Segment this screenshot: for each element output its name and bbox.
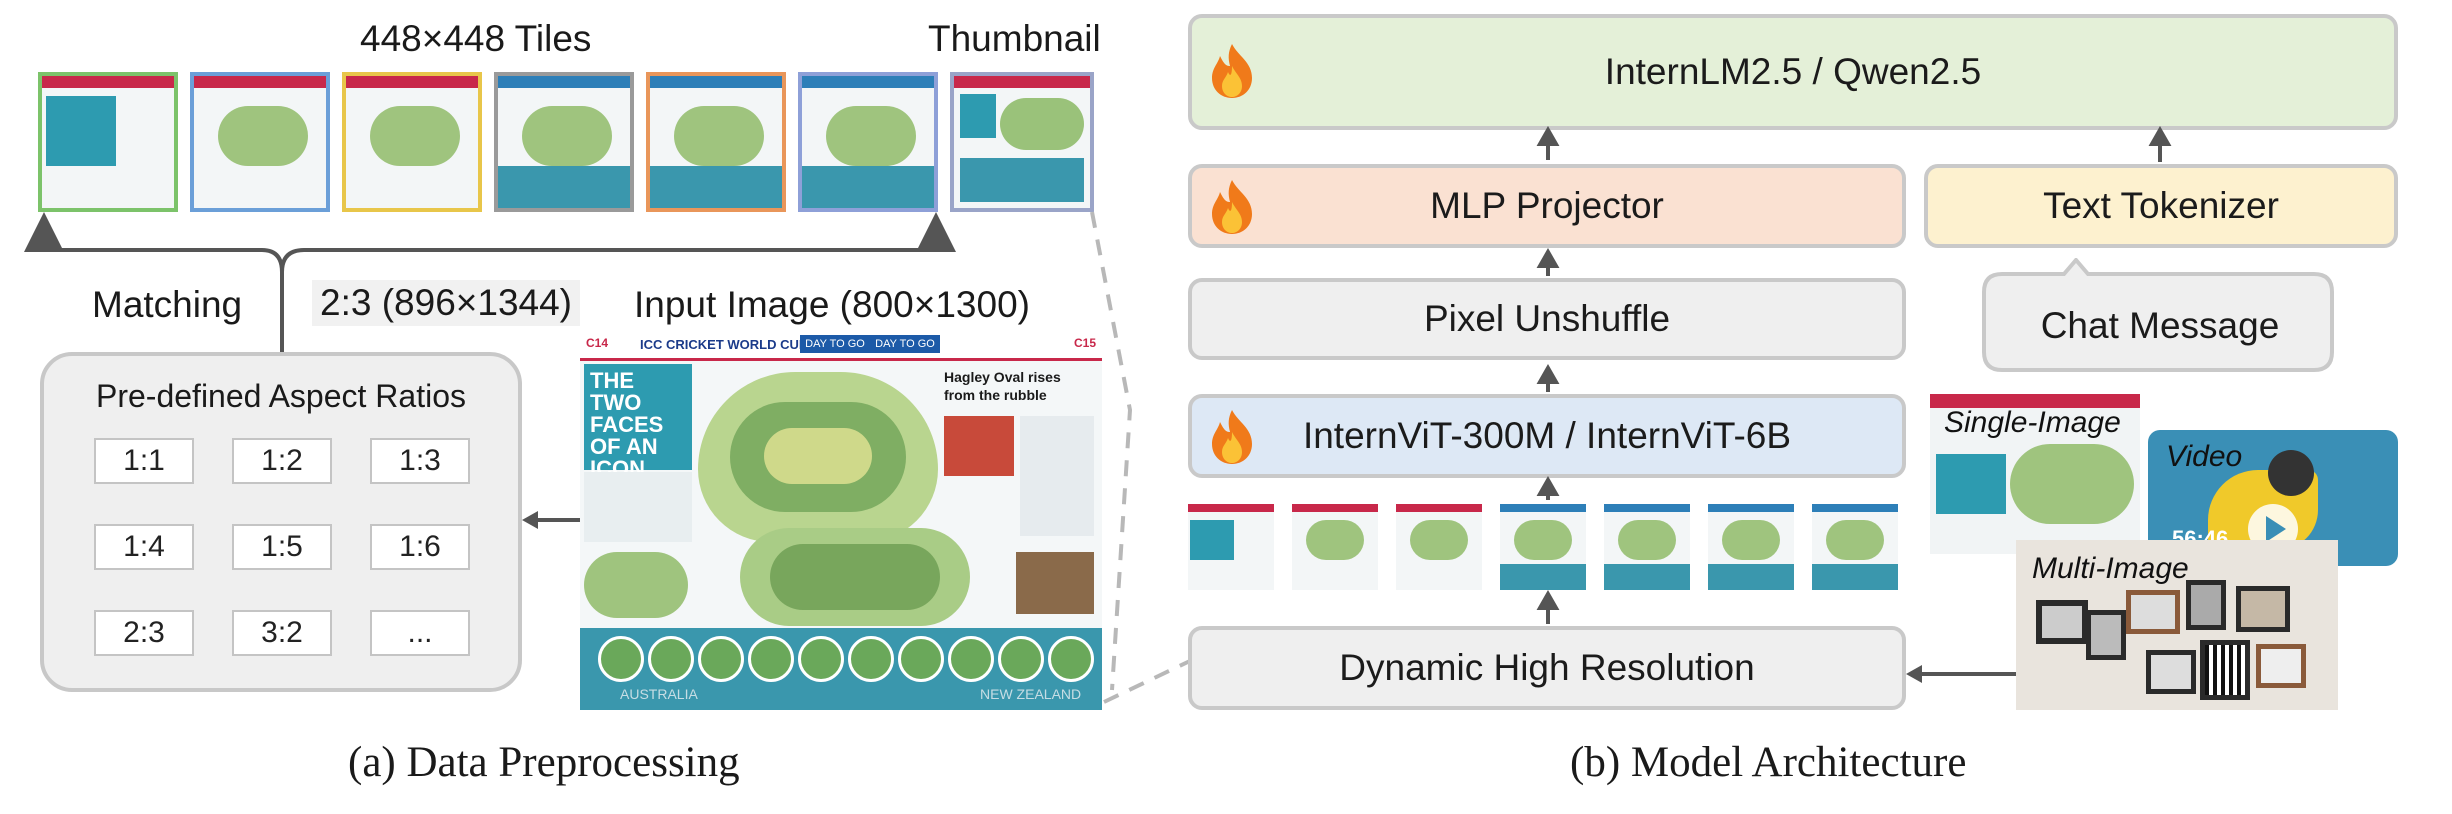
matching-arrows xyxy=(24,212,956,352)
aspect-ratio-option: 1:4 xyxy=(94,524,194,570)
stadium-photo xyxy=(998,636,1044,682)
newspaper-subheadline: Hagley Oval rises from the rubble xyxy=(944,369,1061,403)
tile-4 xyxy=(494,72,634,212)
stadium-photo xyxy=(798,636,844,682)
text-tokenizer-box: Text Tokenizer xyxy=(1924,164,2398,248)
mlp-label: MLP Projector xyxy=(1430,185,1664,226)
arch-tile xyxy=(1604,504,1690,590)
arch-tile xyxy=(1396,504,1482,590)
tile-3 xyxy=(342,72,482,212)
aspect-ratio-option: 2:3 xyxy=(94,610,194,656)
aspect-ratios-panel: Pre-defined Aspect Ratios 1:1 1:2 1:3 1:4 1:… xyxy=(40,352,522,692)
single-image-label: Single-Image xyxy=(1944,406,2121,439)
input-image-label: Input Image (800×1300) xyxy=(634,284,1030,325)
aspect-ratios-title: Pre-defined Aspect Ratios xyxy=(96,378,466,414)
day-to-go-left: DAY TO GO xyxy=(800,335,870,353)
arch-tile xyxy=(1812,504,1898,590)
vit-label: InternViT-300M / InternViT-6B xyxy=(1302,415,1792,456)
stadium-photo xyxy=(598,636,644,682)
dashed-connector-right xyxy=(1103,658,1193,704)
stadium-photo xyxy=(748,636,794,682)
arch-tile xyxy=(1292,504,1378,590)
dhr-label: Dynamic High Resolution xyxy=(1339,647,1755,688)
llm-box: InternLM2.5 / Qwen2.5 xyxy=(1188,14,2398,130)
aspect-ratio-option: 1:3 xyxy=(370,438,470,484)
pixel-unshuffle-box: Pixel Unshuffle xyxy=(1188,278,1906,360)
newspaper-headline: THE TWO FACES OF AN ICON xyxy=(590,368,664,481)
tile-6 xyxy=(798,72,938,212)
caption-right: (b) Model Architecture xyxy=(1570,739,1967,786)
day-to-go-right: DAY TO GO xyxy=(870,335,940,353)
trainable-flame-icon xyxy=(1212,410,1252,464)
input-to-ratios-arrow xyxy=(522,511,584,529)
arch-tile xyxy=(1500,504,1586,590)
multi-image-thumbnail xyxy=(2016,540,2338,710)
media-to-dhr-arrow xyxy=(1906,665,2016,683)
internvit-box: InternViT-300M / InternViT-6B xyxy=(1188,394,1906,478)
tokenizer-arrow xyxy=(2148,126,2172,162)
stadium-photo xyxy=(1048,636,1094,682)
aspect-ratio-option: 1:5 xyxy=(232,524,332,570)
arch-tile xyxy=(1708,504,1794,590)
matched-ratio-label: 2:3 (896×1344) xyxy=(312,280,581,326)
page-left-number: C14 xyxy=(586,336,609,350)
aspect-ratio-option: 3:2 xyxy=(232,610,332,656)
aspect-ratio-option: 1:6 xyxy=(370,524,470,570)
multi-image-label: Multi-Image xyxy=(2032,552,2189,585)
tokenizer-label: Text Tokenizer xyxy=(2043,185,2279,226)
thumbnail-label: Thumbnail xyxy=(928,18,1101,59)
aspect-ratio-option: ... xyxy=(370,610,470,656)
caption-left: (a) Data Preprocessing xyxy=(348,739,740,786)
matching-label: Matching xyxy=(92,284,243,325)
page-right-number: C15 xyxy=(1074,336,1097,350)
dashed-connectors xyxy=(1090,211,1133,691)
llm-label: InternLM2.5 / Qwen2.5 xyxy=(1604,51,1982,92)
aspect-ratio-option: 1:1 xyxy=(94,438,194,484)
arch-tile xyxy=(1188,504,1274,590)
country-right: NEW ZEALAND xyxy=(980,686,1082,702)
thumbnail-image xyxy=(950,72,1094,212)
input-image: C14 ICC CRICKET WORLD CUP 2015 DAY TO GO… xyxy=(580,332,1102,710)
tile-1 xyxy=(38,72,178,212)
trainable-flame-icon xyxy=(1212,180,1252,234)
stadium-photo xyxy=(648,636,694,682)
stadium-photo xyxy=(848,636,894,682)
dynamic-high-resolution-box: Dynamic High Resolution xyxy=(1188,626,1906,710)
tiles-label: 448×448 Tiles xyxy=(360,18,592,59)
single-image-thumbnail xyxy=(1930,394,2140,554)
trainable-flame-icon xyxy=(1212,44,1252,98)
stadium-photo xyxy=(698,636,744,682)
play-icon xyxy=(2266,516,2286,542)
stadium-photo xyxy=(898,636,944,682)
chat-message-label: Chat Message xyxy=(2040,305,2280,346)
country-left: AUSTRALIA xyxy=(620,686,698,702)
newspaper-banner: ICC CRICKET WORLD CUP 2015 xyxy=(640,337,840,352)
tile-2 xyxy=(190,72,330,212)
aspect-ratio-option: 1:2 xyxy=(232,438,332,484)
headline-block: THE TWO FACES OF AN ICON xyxy=(584,364,692,480)
stadium-photo xyxy=(948,636,994,682)
video-label: Video xyxy=(2166,440,2243,473)
unshuffle-label: Pixel Unshuffle xyxy=(1423,298,1671,339)
architecture-arrows xyxy=(1536,126,1560,624)
tile-5 xyxy=(646,72,786,212)
chat-message-bubble xyxy=(1982,258,2334,372)
mlp-projector-box: MLP Projector xyxy=(1188,164,1906,248)
